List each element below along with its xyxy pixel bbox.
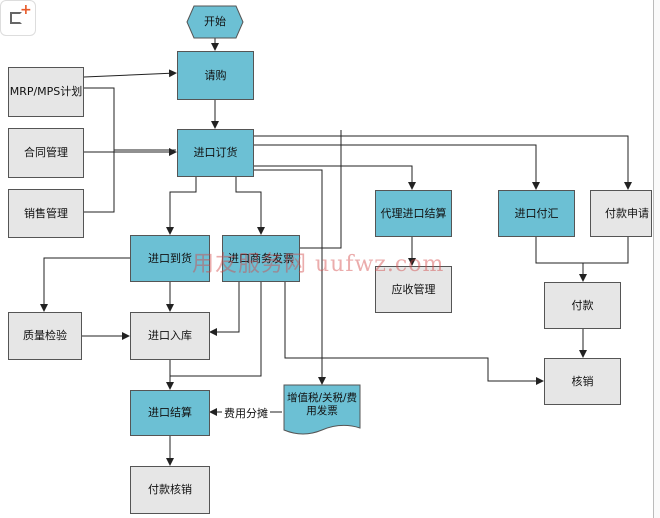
import-settle-node[interactable]: 进口结算: [130, 390, 210, 436]
app-icon-square: [10, 12, 22, 24]
payment-node[interactable]: 付款: [544, 282, 621, 329]
mrp-node[interactable]: MRP/MPS计划: [8, 67, 84, 117]
contract-node[interactable]: 合同管理: [8, 128, 84, 178]
sales-node[interactable]: 销售管理: [8, 189, 84, 238]
start-node[interactable]: 开始: [204, 15, 226, 28]
request-node[interactable]: 请购: [177, 51, 254, 100]
edge-invoice-storage: [209, 282, 240, 336]
receivable-node[interactable]: 应收管理: [375, 266, 452, 313]
window-edge: [653, 0, 660, 518]
watermark: 用友服务网 uufwz.com: [192, 252, 445, 277]
edge-invoice-settle: [170, 282, 262, 377]
quality-node[interactable]: 质量检验: [8, 312, 82, 360]
edge-invoice-order: [300, 130, 342, 249]
pay-verify-node[interactable]: 付款核销: [130, 466, 210, 514]
edge-bracket-order: [84, 87, 176, 213]
add-app-icon[interactable]: +: [0, 0, 36, 36]
edge-order-arrival: [166, 177, 197, 235]
tax-invoice-shape: [283, 384, 361, 435]
agent-settle-node[interactable]: 代理进口结算: [375, 190, 452, 237]
verify-node[interactable]: 核销: [544, 358, 621, 405]
edge-order-remit: [254, 144, 540, 190]
edge-remit-payment: [535, 237, 629, 281]
import-invoice-node[interactable]: 进口商务发票: [222, 235, 300, 282]
edge-order-tax: [254, 169, 326, 385]
import-storage-node[interactable]: 进口入库: [130, 312, 210, 360]
tax-invoice-node[interactable]: 增值税/关税/费用发票: [286, 392, 358, 417]
edge-order-payreq: [254, 135, 632, 190]
import-remit-node[interactable]: 进口付汇: [498, 190, 575, 237]
edge-mrp-request: [83, 69, 177, 78]
import-arrival-node[interactable]: 进口到货: [130, 235, 210, 282]
start-node-shape: [186, 5, 244, 39]
pay-request-node[interactable]: 付款申请: [590, 190, 652, 237]
edge-invoice-verify: [284, 282, 544, 385]
edge-order-invoice: [235, 177, 265, 235]
edge-order-agent: [254, 165, 416, 190]
plus-icon: +: [20, 2, 32, 18]
import-order-node[interactable]: 进口订货: [177, 129, 254, 177]
edge-arrival-quality: [40, 257, 130, 312]
cost-allocation-label: 费用分摊: [222, 405, 270, 421]
